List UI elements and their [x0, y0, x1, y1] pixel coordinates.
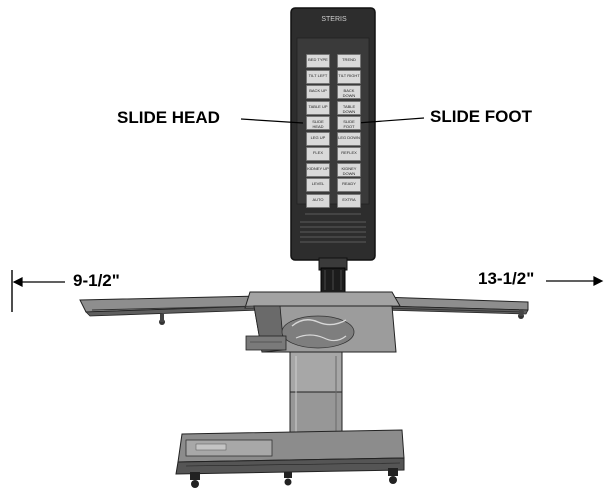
foot-arrowhead	[593, 276, 604, 286]
table-top	[79, 291, 529, 325]
pendant-key[interactable]: READY	[337, 178, 361, 192]
pendant-key[interactable]: TABLE UP	[306, 100, 330, 115]
pendant-key[interactable]: LEVEL	[306, 178, 330, 192]
pendant-key[interactable]: EXTRA	[337, 193, 361, 208]
slide-foot-label: SLIDE FOOT	[430, 107, 532, 126]
pendant-key[interactable]: AUTO	[306, 193, 330, 208]
pendant-key[interactable]: SLIDE FOOT	[337, 116, 361, 130]
pendant-brand: STERIS	[321, 16, 347, 23]
pendant-key[interactable]: TILT LEFT	[306, 69, 330, 84]
pendant-key[interactable]: TABLE DOWN	[337, 100, 361, 115]
table-column	[289, 351, 343, 441]
pendant-key[interactable]: TILT RIGHT	[337, 69, 361, 84]
casters	[190, 468, 398, 488]
pendant-key[interactable]: KIDNEY DOWN	[337, 162, 361, 177]
callout-leaders	[240, 117, 425, 124]
extension-arrows	[11, 270, 604, 312]
pendant-key[interactable]: KIDNEY UP	[306, 162, 330, 177]
pendant-key[interactable]: LEG DOWN	[337, 131, 361, 146]
table-base	[175, 429, 405, 488]
pendant-key[interactable]: LEG UP	[306, 131, 330, 146]
pendant-controller	[290, 7, 376, 293]
pendant-caution-text	[300, 213, 366, 243]
pendant-key[interactable]: TREND	[337, 54, 361, 68]
slide-head-label: SLIDE HEAD	[117, 108, 220, 127]
pendant-key[interactable]: BED TYPE	[306, 54, 330, 68]
slide-head-leader	[240, 118, 304, 124]
foot-extension-label: 13-1/2"	[478, 269, 535, 288]
table-mechanism	[245, 305, 397, 353]
pendant-key[interactable]: BACK DOWN	[337, 85, 361, 99]
slide-foot-leader	[356, 117, 425, 124]
pendant-key[interactable]: SLIDE HEAD	[306, 116, 330, 130]
head-arrowhead	[12, 277, 23, 287]
pendant-key[interactable]: BACK UP	[306, 85, 330, 99]
pendant-key[interactable]: REFLEX	[337, 147, 361, 161]
head-extension-label: 9-1/2"	[73, 271, 120, 290]
pendant-key[interactable]: FLEX	[306, 147, 330, 161]
